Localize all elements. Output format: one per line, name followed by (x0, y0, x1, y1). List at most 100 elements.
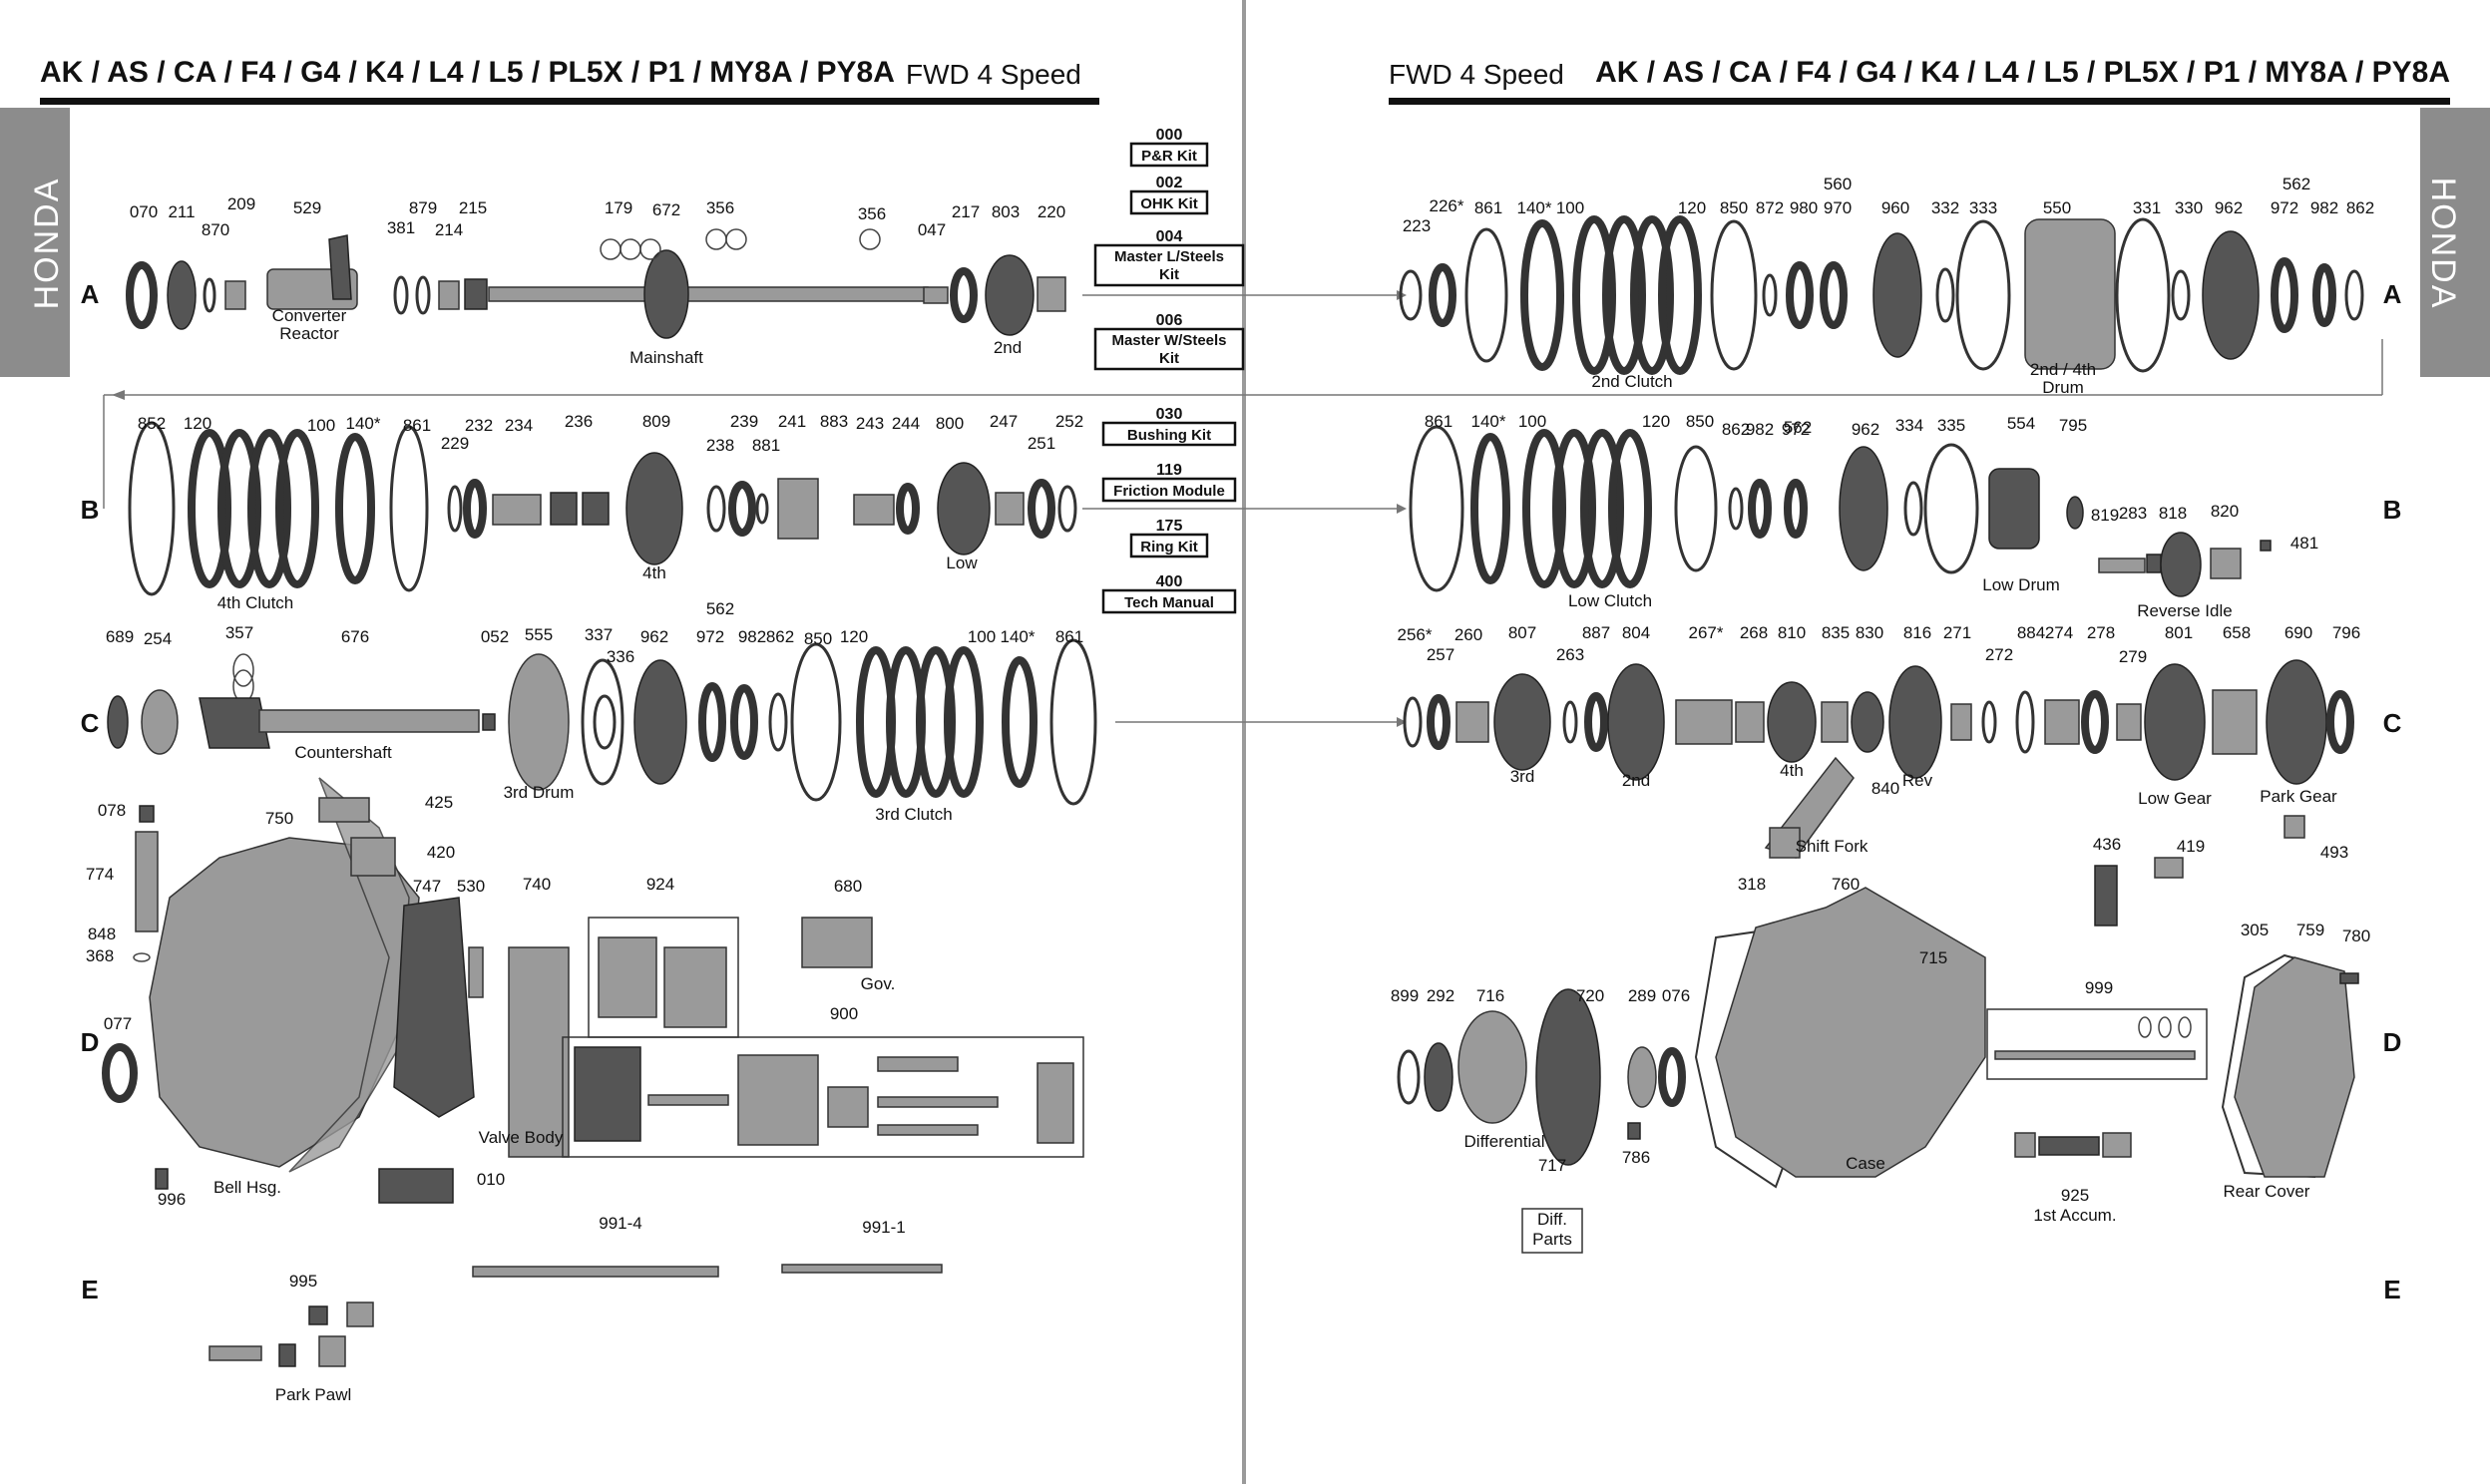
header-rule-left (40, 98, 1099, 105)
part-caption: Case (1846, 1154, 1885, 1173)
part-number-label: 850 (804, 629, 832, 648)
part-number-label: 850 (1720, 198, 1748, 217)
part-number-label: 720 (1576, 986, 1604, 1005)
part-number-label: 209 (227, 194, 255, 213)
part-number-label: 972 (696, 627, 724, 646)
side-tab-left-label: HONDA (28, 178, 66, 310)
diff-parts-box (1521, 1208, 1583, 1254)
part-number-label: 425 (425, 793, 453, 812)
row-c-right-parts (1403, 659, 2354, 859)
kit-box (1129, 142, 1209, 168)
kit-label: Kit (1159, 350, 1179, 367)
part-number-label: 962 (2215, 198, 2243, 217)
part-number-label: 982 (738, 627, 766, 646)
part-number-label: 862 (766, 627, 794, 646)
part-caption: Converter (272, 306, 347, 325)
part-number-label: 279 (2119, 647, 2147, 666)
part-number-label: 330 (2175, 198, 2203, 217)
part-number-label: 120 (1642, 412, 1670, 431)
header-rule-right (1389, 98, 2450, 105)
part-number-label: 883 (820, 412, 848, 431)
kit-number: 030 (1156, 406, 1183, 423)
part-number-label: 850 (1686, 412, 1714, 431)
kit-number: 175 (1156, 518, 1183, 535)
kit-box (1129, 533, 1209, 558)
side-tab-right (2420, 108, 2490, 377)
part-number-label: 810 (1778, 623, 1806, 642)
part-number-label: 925 (2061, 1186, 2089, 1205)
part-number-label: 272 (1985, 645, 2013, 664)
part-number-label: 100 (1518, 412, 1546, 431)
part-number-label: 481 (2290, 534, 2318, 553)
part-number-label: 268 (1740, 623, 1768, 642)
part-number-label: 861 (1474, 198, 1502, 217)
part-number-label: 333 (1969, 198, 1997, 217)
part-number-label: 274 (2045, 623, 2073, 642)
part-number-label: 830 (1856, 623, 1883, 642)
part-number-label: 238 (706, 436, 734, 455)
part-number-label: 356 (858, 204, 886, 223)
part-caption: Reverse Idle (2137, 601, 2232, 620)
part-number-label: 872 (1756, 198, 1784, 217)
part-caption: 4th (1780, 761, 1804, 780)
part-number-label: 554 (2007, 414, 2035, 433)
part-caption: 1st Accum. (2033, 1206, 2116, 1225)
part-caption: Rev (1902, 771, 1933, 790)
kit-number: 002 (1156, 175, 1183, 191)
part-number-label: 774 (86, 865, 114, 884)
kit-label: P&R Kit (1141, 148, 1197, 165)
part-number-label: 550 (2043, 198, 2071, 217)
part-number-label: 211 (168, 202, 195, 221)
kit-number: 006 (1156, 312, 1183, 329)
part-number-label: 140* (1471, 412, 1506, 431)
part-number-label: 179 (605, 198, 632, 217)
header-subtitle-right: FWD 4 Speed (1389, 59, 1564, 90)
part-number-label: 254 (144, 629, 172, 648)
part-number-label: 052 (481, 627, 509, 646)
part-caption: Valve Body (479, 1128, 564, 1147)
part-caption: Low Gear (2138, 789, 2212, 808)
part-caption: Diff. (1537, 1210, 1567, 1229)
part-number-label: 252 (1055, 412, 1083, 431)
part-number-label: 223 (1403, 216, 1431, 235)
kit-number: 119 (1156, 462, 1182, 479)
part-number-label: 267* (1689, 623, 1724, 642)
part-number-label: 982 (1746, 420, 1774, 439)
part-number-label: 899 (1391, 986, 1419, 1005)
part-number-label: 217 (952, 202, 980, 221)
row-b-left-parts (128, 421, 1077, 596)
part-number-label: 214 (435, 220, 463, 239)
part-caption: Park Gear (2260, 787, 2337, 806)
part-caption: Countershaft (294, 743, 392, 762)
part-number-label: 680 (834, 877, 862, 896)
part-number-label: 962 (640, 627, 668, 646)
part-number-label: 562 (2282, 175, 2310, 193)
part-number-label: 962 (1852, 420, 1879, 439)
part-number-label: 047 (918, 220, 946, 239)
part-number-label: 991-4 (599, 1214, 641, 1233)
part-number-label: 070 (130, 202, 158, 221)
row-letter-right: D (2383, 1027, 2402, 1057)
part-number-label: 835 (1822, 623, 1850, 642)
part-caption: 2nd (1622, 771, 1650, 790)
part-caption: Gov. (861, 974, 896, 993)
part-number-label: 100 (1556, 198, 1584, 217)
part-number-label: 924 (646, 875, 674, 894)
part-caption: 4th (642, 563, 666, 582)
part-number-label: 760 (1832, 875, 1860, 894)
part-number-label: 289 (1628, 986, 1656, 1005)
part-number-label: 861 (1425, 412, 1452, 431)
part-number-label: 690 (2284, 623, 2312, 642)
part-number-label: 337 (585, 625, 613, 644)
part-caption: 2nd / 4th (2030, 360, 2096, 379)
row-letter-left: A (81, 279, 100, 309)
part-number-label: 077 (104, 1014, 132, 1033)
kit-label: Friction Module (1113, 483, 1225, 500)
part-caption: Reactor (279, 324, 339, 343)
part-number-label: 999 (2085, 978, 2113, 997)
part-number-label: 740 (523, 875, 551, 894)
header-models-left: AK / AS / CA / F4 / G4 / K4 / L4 / L5 / … (40, 56, 895, 89)
part-number-label: 247 (990, 412, 1018, 431)
